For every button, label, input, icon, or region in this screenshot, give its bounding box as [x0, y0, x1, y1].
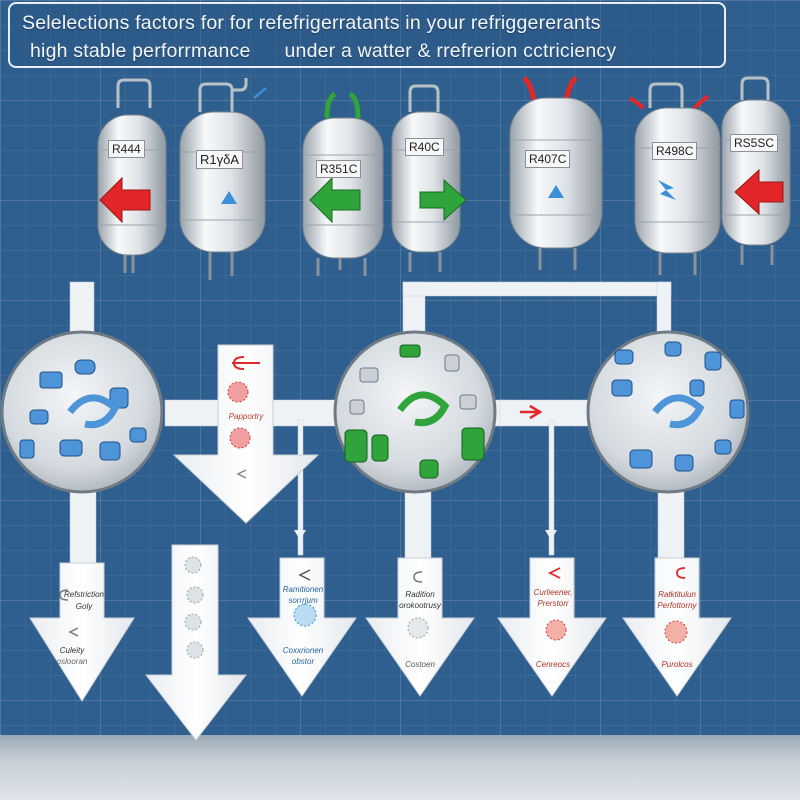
tank-5	[509, 75, 603, 270]
green-right-arrow-icon	[419, 178, 467, 222]
pipe-right-lower	[657, 489, 685, 566]
component-disc-center	[333, 330, 497, 494]
mid-down-arrow	[172, 344, 320, 524]
arrow-5-line-2: Perfottorny	[657, 601, 697, 610]
red-left-arrow-icon	[99, 176, 151, 224]
component-disc-right	[586, 330, 750, 494]
arrow-4-line-2: Prerstorr	[537, 599, 569, 608]
tank-label-1: R444	[108, 140, 145, 158]
arrow-5-line-3: Purolcos	[661, 660, 693, 669]
green-left-arrow-icon	[309, 176, 361, 224]
arrow-1-line-1: Refstriction	[63, 590, 104, 599]
arrow-4-line-1: Curlieener,	[533, 588, 573, 597]
pipe-3-arrowhead	[294, 530, 306, 540]
mid-arrow-text: Papportry	[228, 412, 264, 421]
bottom-arrow-3	[365, 557, 475, 697]
blue-triangle-icon-2	[548, 185, 564, 198]
title-line-2b: under a watter & rrefrerion cctriciency	[284, 40, 617, 62]
blue-indicator-icon	[253, 87, 267, 99]
floor-strip	[0, 735, 800, 800]
pipe-left-lower	[69, 489, 97, 566]
tank-4	[391, 84, 461, 272]
bottom-arrow-2	[247, 557, 357, 697]
arrow-1-line-2: Goly	[75, 602, 93, 611]
bottom-arrow-decorative	[144, 544, 248, 741]
pipe-5-arrowhead	[545, 530, 557, 540]
title-line-1: Selelections factors for for refefrigerr…	[22, 12, 601, 34]
title-box: Selelections factors for for refefrigerr…	[8, 2, 726, 68]
red-left-arrow-icon-2	[734, 168, 784, 216]
component-disc-left	[0, 330, 164, 494]
arrow-3-line-2: orokootrusy	[399, 601, 441, 610]
arrow-2-line-1: Ramitionen	[282, 585, 324, 594]
arrow-2-line-3: Coxxrionen	[282, 646, 324, 655]
arrow-1-line-4: oslooran	[56, 657, 88, 666]
tank-2	[179, 78, 267, 280]
tank-label-2: R1γδA	[196, 150, 244, 169]
arrow-3-line-3: Costoen	[405, 660, 435, 669]
arrow-1-line-3: Culeity	[59, 646, 85, 655]
pipe-top-horizontal	[402, 281, 672, 297]
tank-1	[97, 78, 167, 273]
arrow-2-line-2: sorrrjum	[288, 596, 318, 605]
tank-label-5: R407C	[525, 150, 571, 168]
pipe-to-arrow-5	[548, 419, 555, 556]
tank-3	[302, 91, 384, 276]
arrow-2-line-4: obstor	[291, 657, 315, 666]
tank-label-6: R498C	[652, 142, 698, 160]
title-line-2: high stable perforrmance under a watter &…	[30, 40, 616, 63]
bottom-arrow-1	[29, 562, 135, 702]
tank-label-4: R40C	[405, 138, 444, 156]
tank-label-7: RS5SC	[730, 134, 779, 152]
bottom-arrow-5	[622, 557, 732, 697]
blue-zigzag-icon	[658, 180, 676, 200]
title-line-2a: high stable perforrmance	[30, 40, 251, 62]
bottom-arrow-4	[497, 557, 607, 697]
pipe-to-arrow-3	[297, 419, 304, 556]
tank-6	[628, 82, 721, 275]
arrow-5-line-1: Ratktitulun	[658, 590, 696, 599]
arrow-3-line-1: Radition	[405, 590, 435, 599]
blue-triangle-icon	[221, 191, 237, 204]
tank-7	[721, 76, 791, 265]
arrow-4-line-3: Cenreocs	[535, 660, 571, 669]
pipe-center-lower	[404, 489, 432, 566]
red-mini-arrow	[520, 404, 543, 420]
tank-label-3: R351C	[316, 160, 362, 178]
